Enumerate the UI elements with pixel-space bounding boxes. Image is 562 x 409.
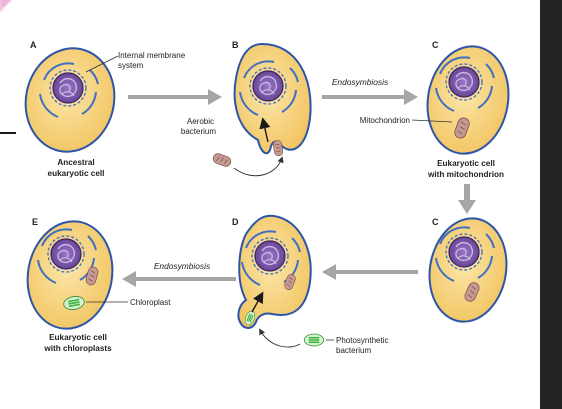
panel-a: A Internal membrane system Ancestral euk… — [24, 40, 186, 178]
arrow-a-to-b — [128, 89, 222, 105]
panel-e: E Chloroplast Eukaryotic cell with chlor… — [26, 217, 171, 353]
panel-c-top-caption-2: with mitochondrion — [427, 170, 504, 179]
cell-c-bottom — [428, 217, 508, 323]
cell-e — [26, 220, 114, 330]
left-edge-rule — [0, 132, 16, 134]
endosymbiosis-bottom-label: Endosymbiosis — [154, 261, 211, 271]
panel-c-top-letter: C — [432, 40, 439, 50]
panel-e-caption-1: Eukaryotic cell — [49, 333, 107, 342]
panel-a-caption-1: Ancestral — [57, 158, 94, 167]
panel-c-top-caption-1: Eukaryotic cell — [437, 159, 495, 168]
arrow-d-to-e — [122, 271, 236, 287]
photosynthetic-label-2: bacterium — [336, 346, 371, 355]
panel-c-top: C Mitochondrion Eukaryotic cell with mit… — [360, 40, 510, 179]
endosymbiosis-top-label: Endosymbiosis — [332, 77, 389, 87]
aerobic-label-1: Aerobic — [187, 117, 214, 126]
corner-decoration-icon — [0, 0, 12, 12]
panel-a-letter: A — [30, 40, 37, 50]
panel-b-letter: B — [232, 40, 239, 50]
panel-c-bottom-letter: C — [432, 217, 439, 227]
panel-e-caption-2: with chloroplasts — [43, 344, 112, 353]
internal-membrane-label-2: system — [118, 61, 144, 70]
internal-membrane-label-1: Internal membrane — [118, 51, 186, 60]
endosymbiosis-diagram: A Internal membrane system Ancestral euk… — [24, 40, 510, 355]
panel-d-letter: D — [232, 217, 239, 227]
arrow-c-down — [458, 184, 476, 214]
aerobic-label-2: bacterium — [181, 127, 216, 136]
mitochondrion-label: Mitochondrion — [360, 116, 410, 125]
right-side-panel — [540, 0, 562, 409]
arrow-b-to-c — [322, 89, 418, 105]
panel-c-bottom: C — [428, 217, 508, 323]
arrow-c-to-d — [322, 264, 418, 280]
panel-d: D Photosynthetic bacterium — [232, 214, 388, 355]
panel-b: B Aerobic bacterium — [181, 40, 312, 177]
panel-a-caption-2: eukaryotic cell — [48, 169, 105, 178]
photosynthetic-label-1: Photosynthetic — [336, 336, 388, 345]
panel-e-letter: E — [32, 217, 38, 227]
chloroplast-label: Chloroplast — [130, 298, 171, 307]
